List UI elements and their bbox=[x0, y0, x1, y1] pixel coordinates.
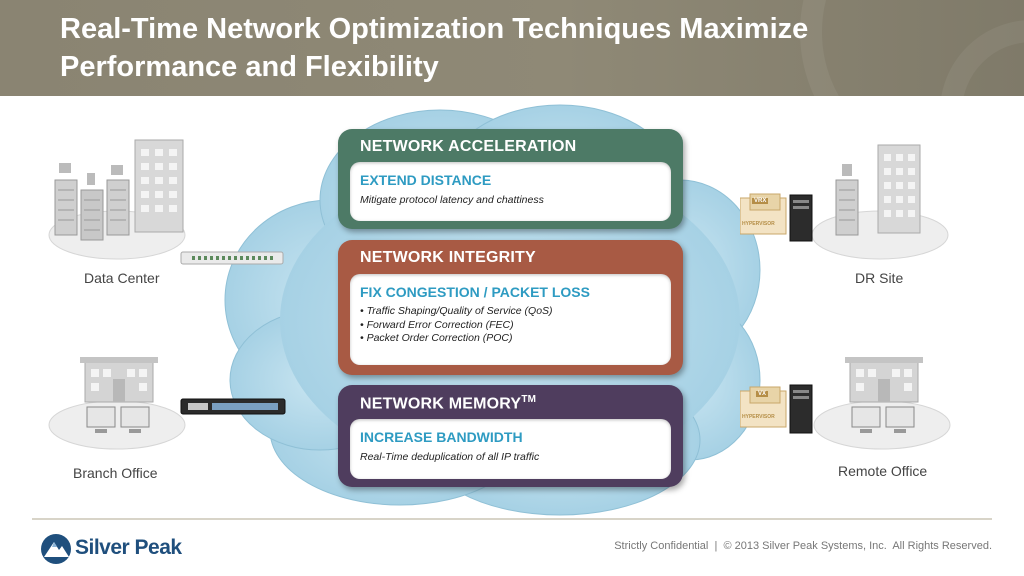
site-label-data-center: Data Center bbox=[84, 270, 160, 286]
panel-line: Mitigate protocol latency and chattiness bbox=[360, 194, 544, 206]
panel-title-text: NETWORK MEMORY bbox=[360, 395, 522, 413]
panel-network-acceleration: NETWORK ACCELERATION EXTEND DISTANCE Mit… bbox=[338, 129, 683, 229]
panel-subtitle: FIX CONGESTION / PACKET LOSS bbox=[360, 284, 590, 300]
trademark-mark: TM bbox=[521, 394, 537, 405]
panel-description: Mitigate protocol latency and chattiness bbox=[360, 194, 544, 208]
page-title-line-1: Real-Time Network Optimization Technique… bbox=[60, 13, 809, 45]
panel-line: • Traffic Shaping/Quality of Service (Qo… bbox=[360, 305, 553, 317]
header-banner: Real-Time Network Optimization Technique… bbox=[0, 0, 1024, 96]
panel-line: • Forward Error Correction (FEC) bbox=[360, 318, 514, 331]
panel-network-memory: NETWORK MEMORYTM INCREASE BANDWIDTH Real… bbox=[338, 385, 683, 487]
panel-description: Real-Time deduplication of all IP traffi… bbox=[360, 451, 539, 465]
page-title: Real-Time Network Optimization Technique… bbox=[60, 10, 960, 86]
site-label-remote-office: Remote Office bbox=[838, 463, 928, 479]
panel-content: FIX CONGESTION / PACKET LOSS • Traffic S… bbox=[350, 274, 671, 365]
panel-subtitle: EXTEND DISTANCE bbox=[360, 172, 492, 188]
brand-name: Silver Peak bbox=[75, 536, 182, 559]
panel-line: Real-Time deduplication of all IP traffi… bbox=[360, 451, 540, 463]
page-title-line-2: Performance and Flexibility bbox=[60, 51, 439, 83]
panel-content: EXTEND DISTANCE Mitigate protocol latenc… bbox=[350, 162, 671, 221]
appliance-rack-icon bbox=[180, 398, 286, 415]
panel-title: NETWORK ACCELERATION bbox=[360, 138, 577, 155]
silver-peak-logo-icon bbox=[41, 534, 71, 564]
data-center-icon bbox=[48, 139, 186, 260]
panel-description: • Traffic Shaping/Quality of Service (Qo… bbox=[360, 305, 553, 346]
footer-divider bbox=[32, 518, 992, 520]
remote-office-icon bbox=[740, 357, 951, 450]
panel-subtitle: INCREASE BANDWIDTH bbox=[360, 429, 523, 445]
copyright-notice: Strictly Confidential | © 2013 Silver Pe… bbox=[614, 540, 992, 552]
appliance-rack-icon bbox=[180, 251, 284, 265]
vm-badge-top: VRX bbox=[752, 198, 769, 204]
hypervisor-label-bottom: HYPERVISOR bbox=[742, 414, 775, 420]
branch-office-icon bbox=[48, 357, 186, 450]
panel-content: INCREASE BANDWIDTH Real-Time deduplicati… bbox=[350, 419, 671, 479]
site-label-dr-site: DR Site bbox=[855, 270, 904, 286]
panel-title: NETWORK MEMORYTM bbox=[360, 394, 536, 413]
dr-site-icon bbox=[740, 144, 949, 260]
site-label-branch-office: Branch Office bbox=[73, 465, 158, 481]
vm-badge-bottom: VX bbox=[756, 391, 769, 397]
panel-title: NETWORK INTEGRITY bbox=[360, 249, 536, 266]
header-decoration bbox=[800, 0, 1024, 96]
panel-line: • Packet Order Correction (POC) bbox=[360, 332, 513, 344]
hypervisor-label-top: HYPERVISOR bbox=[742, 221, 775, 227]
panel-network-integrity: NETWORK INTEGRITY FIX CONGESTION / PACKE… bbox=[338, 240, 683, 375]
